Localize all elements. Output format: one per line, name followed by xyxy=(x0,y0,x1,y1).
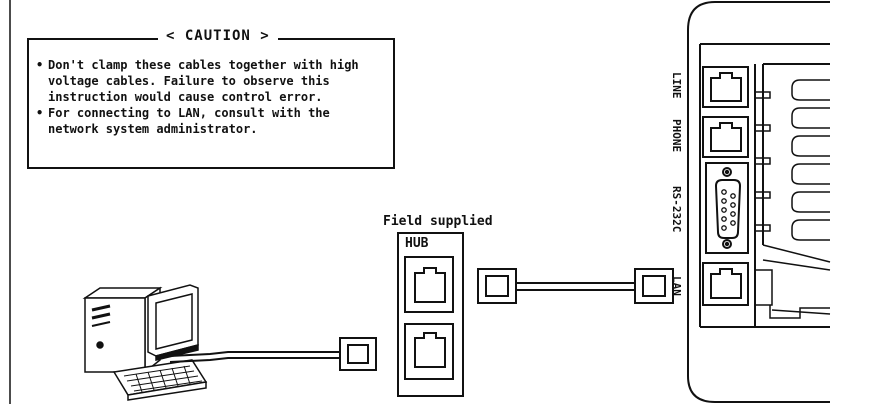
hub-port-icon xyxy=(404,256,454,313)
rj45-plug-icon xyxy=(634,268,674,304)
lan-port xyxy=(702,262,749,306)
lan-cable-hub-to-device xyxy=(516,282,635,291)
db9-connector-icon xyxy=(705,162,749,254)
port-label-line: LINE xyxy=(670,72,683,99)
port-label-lan: LAN xyxy=(670,276,683,296)
hub-port-icon xyxy=(404,323,454,380)
port-label-rs232c: RS-232C xyxy=(670,186,683,233)
hub-label: HUB xyxy=(405,236,429,251)
field-supplied-label: Field supplied xyxy=(383,214,493,229)
caution-list: Don't clamp these cables together with h… xyxy=(34,57,384,137)
rj45-plug-icon xyxy=(339,337,377,371)
port-label-phone: PHONE xyxy=(670,119,683,153)
computer-icon xyxy=(82,284,208,401)
phone-port xyxy=(702,116,749,158)
caution-item: For connecting to LAN, consult with the … xyxy=(34,105,384,137)
caution-title: < CAUTION > xyxy=(158,28,278,44)
hub-device xyxy=(397,232,464,397)
line-port xyxy=(702,66,749,108)
caution-item: Don't clamp these cables together with h… xyxy=(34,57,384,105)
lan-cable-pc-to-hub xyxy=(169,351,340,363)
device-rear-panel xyxy=(687,1,831,403)
rj45-plug-icon xyxy=(477,268,517,304)
